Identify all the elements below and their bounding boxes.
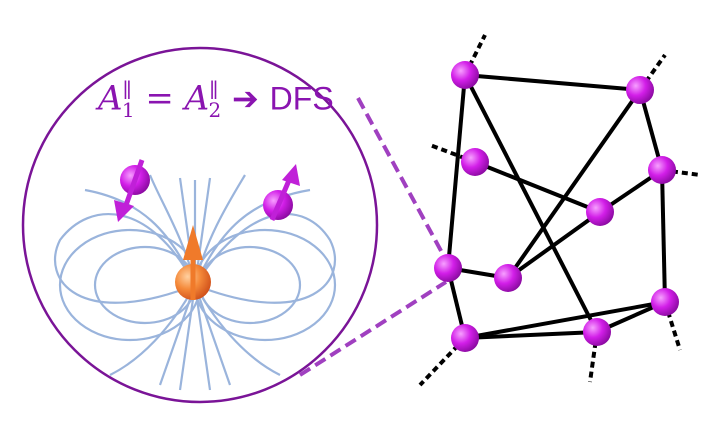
node	[451, 324, 479, 352]
formula-subscript: 1	[121, 98, 135, 123]
node	[648, 156, 676, 184]
zoom-connector-lines	[298, 97, 448, 377]
formula-result: DFS	[269, 80, 334, 117]
network-edges	[446, 73, 667, 340]
node	[434, 254, 462, 282]
spin-2	[263, 164, 300, 221]
formula-equals: =	[145, 78, 174, 119]
central-spin	[175, 225, 211, 300]
formula-symbol: A	[184, 78, 210, 119]
formula-superscript: ∥	[209, 78, 219, 102]
dfs-condition-formula: A∥1 = A∥2 ➔ DFS	[98, 78, 334, 122]
spin-1	[114, 159, 150, 222]
network-nodes	[434, 61, 679, 352]
arrow-icon: ➔	[232, 80, 259, 117]
node	[451, 61, 479, 89]
node	[586, 198, 614, 226]
node	[626, 76, 654, 104]
zoom-circle	[21, 46, 379, 404]
node	[461, 148, 489, 176]
formula-superscript: ∥	[122, 78, 132, 102]
node	[494, 264, 522, 292]
node	[651, 288, 679, 316]
formula-symbol: A	[98, 78, 123, 119]
formula-subscript: 2	[208, 98, 222, 123]
node	[583, 318, 611, 346]
